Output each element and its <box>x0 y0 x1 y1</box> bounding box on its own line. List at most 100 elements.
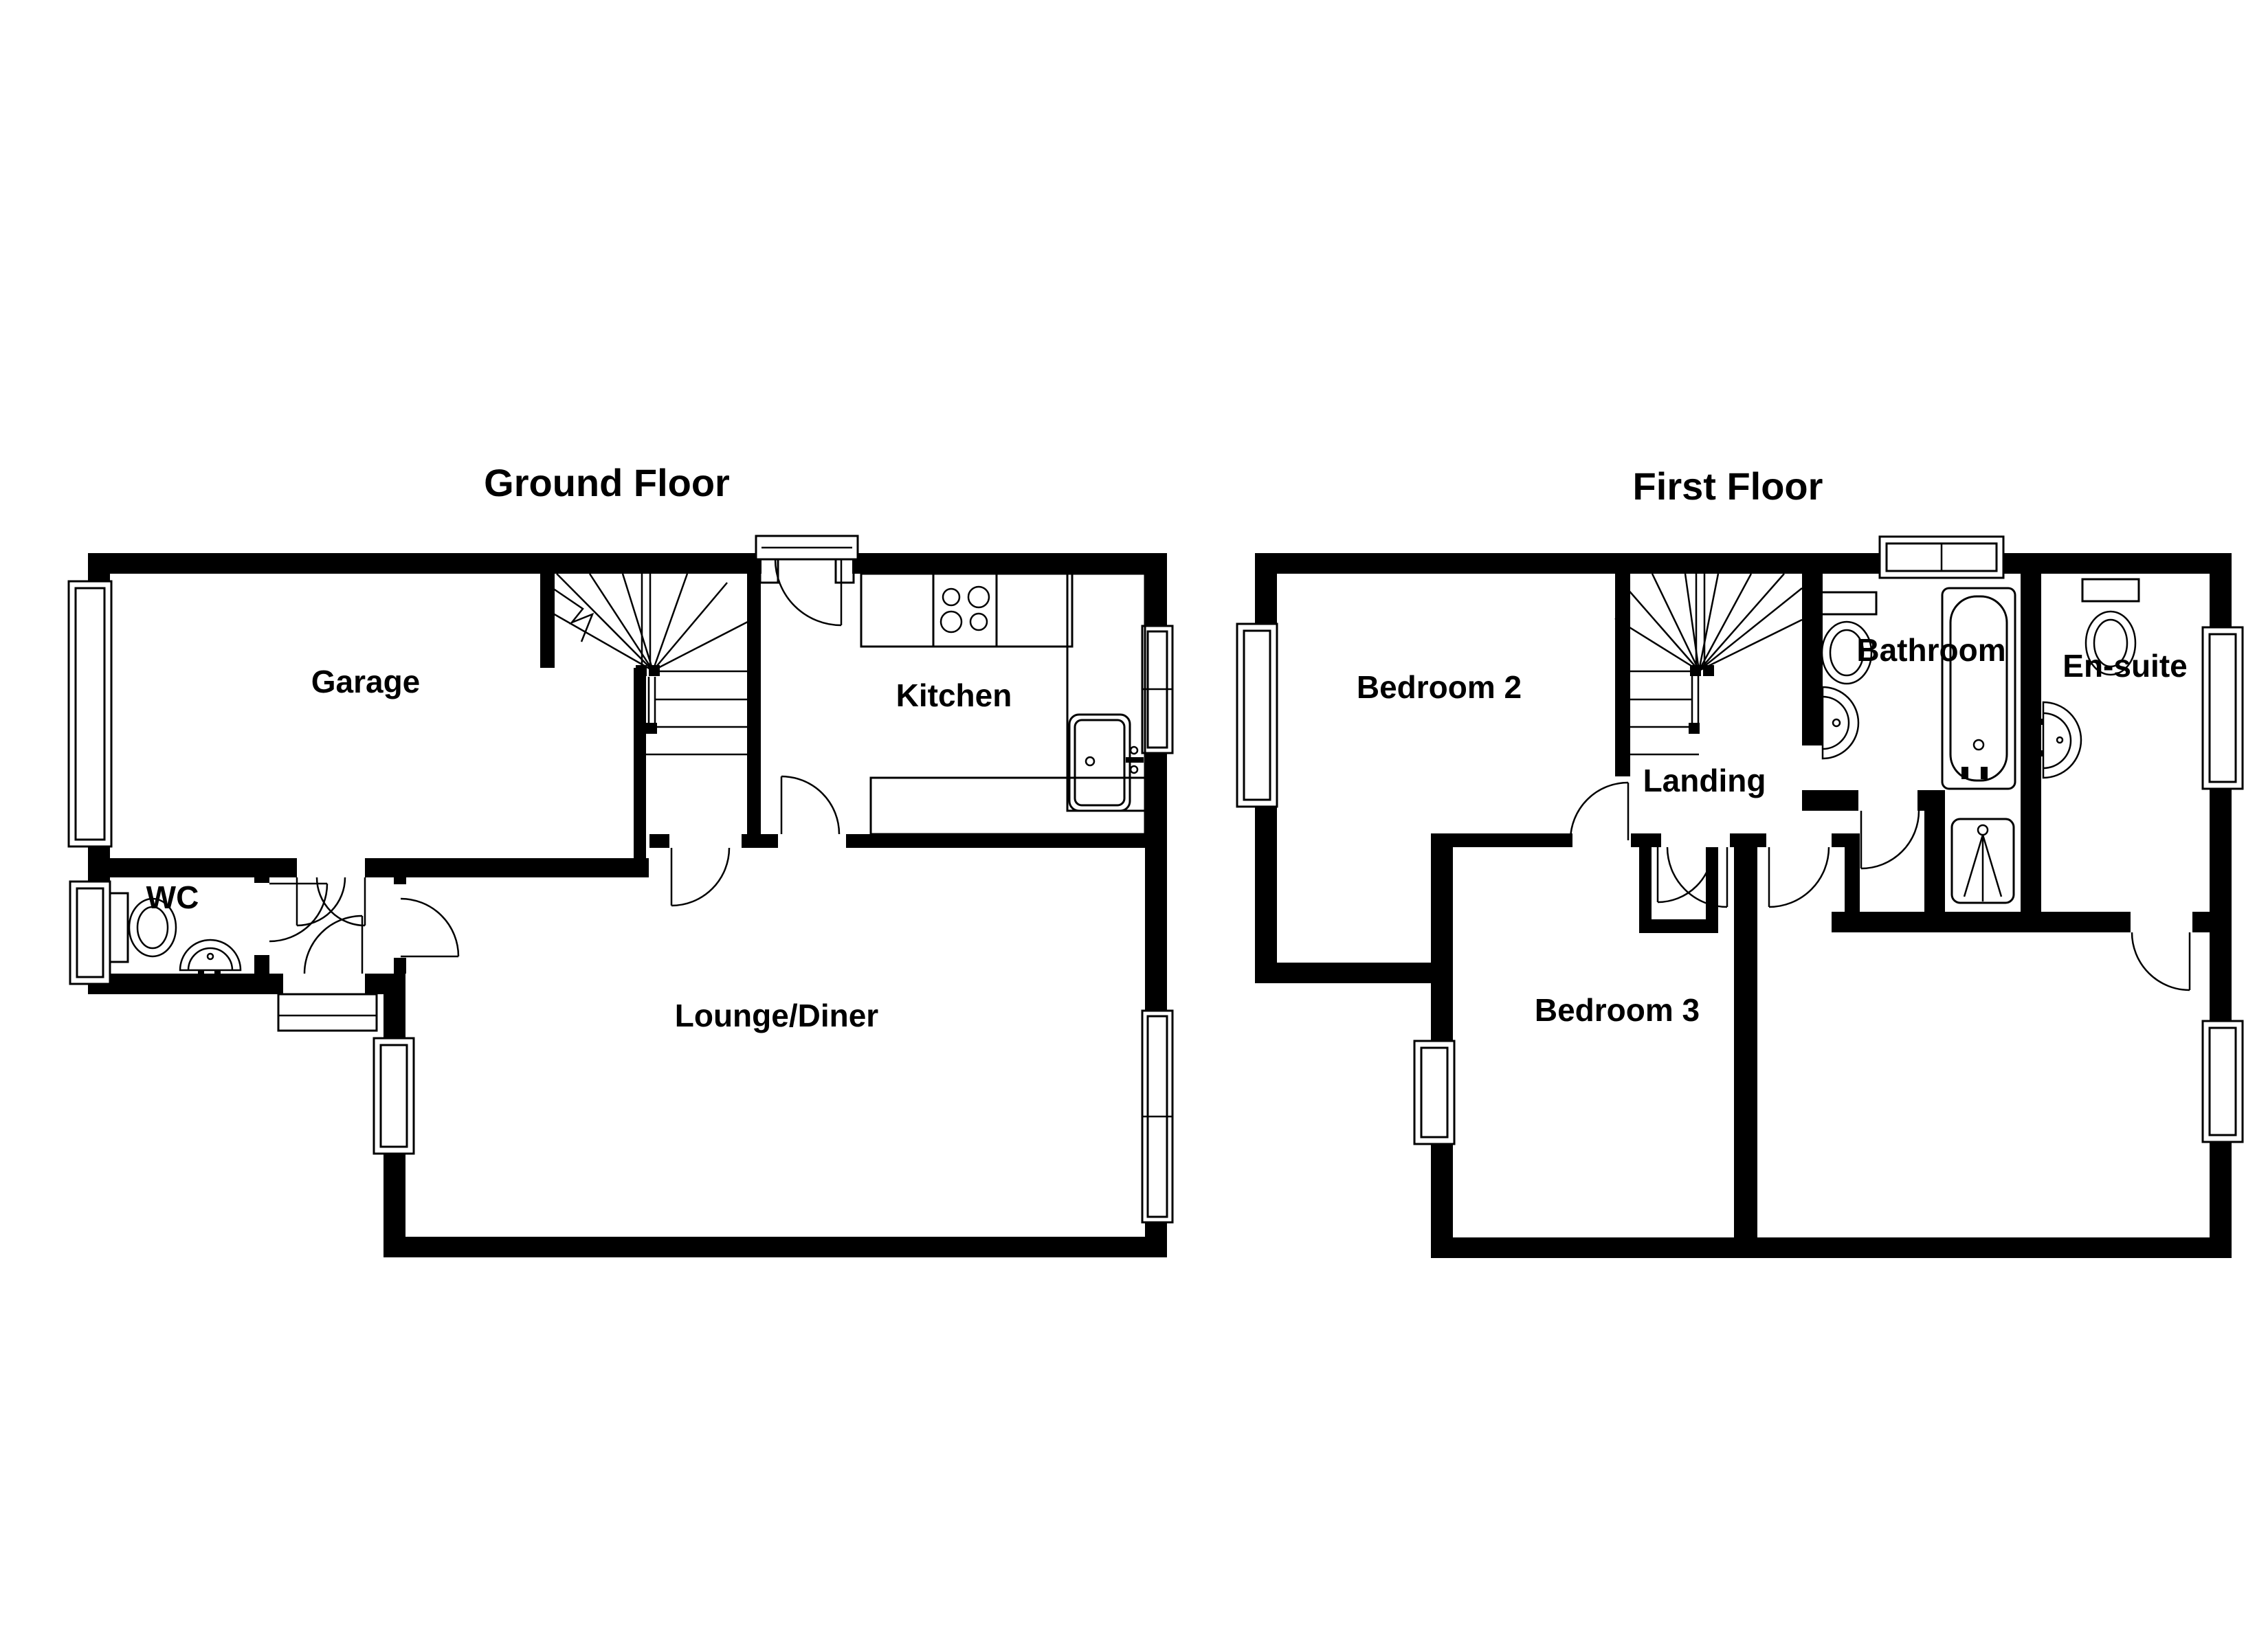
cupboard-door-swing <box>1657 846 1714 904</box>
stair-winder <box>1621 582 1700 671</box>
bathroom-toilet-bowl <box>1821 620 1873 685</box>
stair-winder <box>1698 587 1803 671</box>
back-door-swing <box>774 559 842 627</box>
stair-newel <box>646 723 657 734</box>
wall <box>1917 790 1945 811</box>
wall <box>742 834 778 848</box>
bedroom2-door-swing <box>1569 781 1629 841</box>
wall <box>383 1237 1167 1257</box>
wall <box>1802 574 1823 745</box>
front-door-swing <box>303 915 363 974</box>
bathroom-basin-tap <box>1810 698 1823 704</box>
kitchen-counter <box>860 572 1074 648</box>
wall <box>634 668 646 877</box>
sink-tap-knob <box>1129 765 1139 774</box>
bathroom-door-swing <box>1860 810 1920 870</box>
wall <box>88 974 283 994</box>
room-label-bathroom: Bathroom <box>1856 632 2005 668</box>
kitchen-sink <box>1068 713 1131 812</box>
room-label-en-suite: En-suite <box>2063 648 2187 684</box>
stair-newel <box>1689 723 1700 734</box>
wall <box>846 834 1145 848</box>
wc-toilet-bowl <box>128 897 177 958</box>
wall <box>394 871 406 884</box>
wall <box>254 871 269 883</box>
wall <box>2210 789 2232 1021</box>
stair-winder <box>652 582 728 671</box>
bathroom-basin-inner <box>1822 695 1850 750</box>
bath-tap <box>1961 767 1968 779</box>
room-label-bedroom-3: Bedroom 3 <box>1535 992 1700 1028</box>
wall <box>2192 912 2210 932</box>
wall <box>2210 553 2232 627</box>
wall <box>1431 1237 2232 1258</box>
garage-cupboard-door-swing <box>315 877 366 927</box>
ensuite-basin-inner <box>2043 712 2072 770</box>
wc-basin-drain <box>206 952 214 961</box>
bathroom-toilet-bowl-inner <box>1829 629 1865 677</box>
wc-basin <box>179 939 242 972</box>
front-porch <box>277 993 378 1032</box>
wall <box>1615 574 1630 776</box>
wall <box>1924 811 1945 912</box>
wall <box>1145 553 1167 627</box>
ensuite-toilet-bowl-inner <box>2093 618 2128 668</box>
room-label-wc: WC <box>146 879 199 915</box>
wc-window-glass <box>76 887 104 978</box>
ensuite-door-swing <box>2131 932 2190 991</box>
back-door-jamb <box>834 558 855 584</box>
bathroom-basin-tap <box>1810 728 1823 734</box>
stair-winder <box>1651 573 1700 671</box>
wall <box>1255 553 1880 574</box>
room-label-lounge-diner: Lounge/Diner <box>675 998 879 1033</box>
lounge-left-window-glass <box>379 1044 408 1148</box>
stair-newel <box>636 665 647 676</box>
wall <box>852 553 1167 574</box>
wall <box>365 858 649 877</box>
room-label-landing: Landing <box>1643 763 1766 798</box>
wall <box>1734 847 1757 1258</box>
wall <box>1730 833 1766 847</box>
hob-burner <box>940 610 963 633</box>
room-label-bedroom-2: Bedroom 2 <box>1357 669 1522 705</box>
wall <box>747 574 761 834</box>
kitchen-door-swing <box>781 775 841 835</box>
lounge-door-swing <box>671 847 731 907</box>
bathroom-basin-drain <box>1832 718 1841 728</box>
sink-drain <box>1085 756 1096 767</box>
wall <box>540 574 555 668</box>
wall <box>1255 553 1277 625</box>
wall <box>365 974 385 994</box>
wall <box>88 553 110 583</box>
ground-floor-plan <box>67 535 1174 1257</box>
wall <box>649 834 669 848</box>
shower-tray <box>1950 818 2015 904</box>
hob-burner <box>942 587 961 607</box>
stair-winder <box>652 573 689 671</box>
stair-winder <box>1698 573 1720 671</box>
wall <box>1631 833 1661 847</box>
bath-drain <box>1972 739 1985 751</box>
wall <box>88 553 761 574</box>
wall <box>1431 833 1453 1042</box>
wall <box>2210 1142 2232 1258</box>
shower-drain <box>1977 824 1989 836</box>
kitchen-sink-bowl <box>1074 719 1126 807</box>
wall <box>1845 847 1860 912</box>
wall <box>1639 847 1652 919</box>
wc-toilet-cistern <box>109 892 129 963</box>
ensuite-window-glass <box>2208 633 2237 783</box>
ground-floor-title: Ground Floor <box>484 461 730 504</box>
sink-tap <box>1126 757 1144 763</box>
wall <box>2003 553 2232 574</box>
back-door-jamb <box>759 558 779 584</box>
wall <box>1639 919 1718 933</box>
stair-winder <box>1614 617 1700 672</box>
room-label-garage: Garage <box>311 664 421 699</box>
bedroom3-door-swing <box>1666 846 1728 908</box>
ensuite-toilet-bowl <box>2084 610 2137 676</box>
shower-symbol <box>1981 834 2003 897</box>
